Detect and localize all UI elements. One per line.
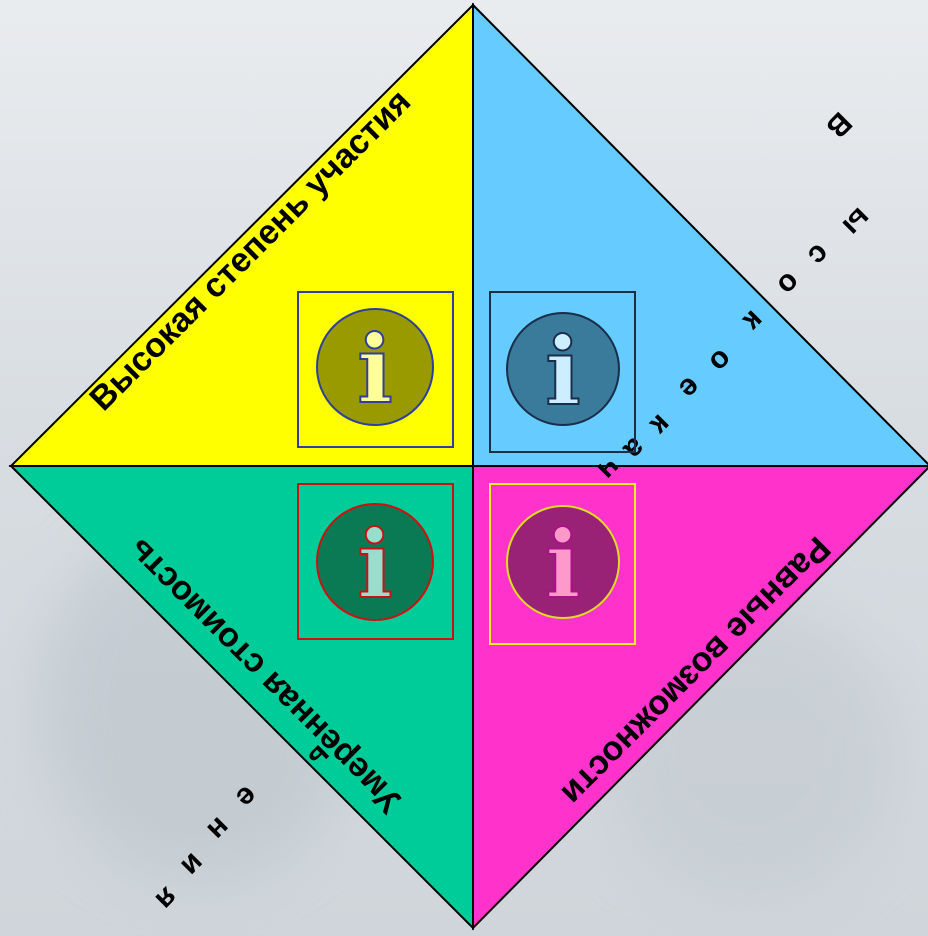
svg-text:i: i	[545, 317, 581, 427]
letter-bottom-left-2: н	[201, 811, 237, 847]
letter-bottom-left-3: и	[175, 847, 211, 883]
letter-top-right-2: с	[801, 237, 836, 272]
svg-text:i: i	[357, 510, 393, 620]
letter-bottom-left-4: я	[149, 880, 185, 916]
svg-text:i: i	[357, 315, 393, 425]
letter-bottom-left-1: е	[229, 779, 264, 814]
svg-text:i: i	[545, 510, 581, 620]
letter-top-right-3: о	[771, 266, 807, 302]
letter-top-right-0: В	[819, 105, 858, 144]
letter-top-right-1: ы	[836, 201, 877, 242]
